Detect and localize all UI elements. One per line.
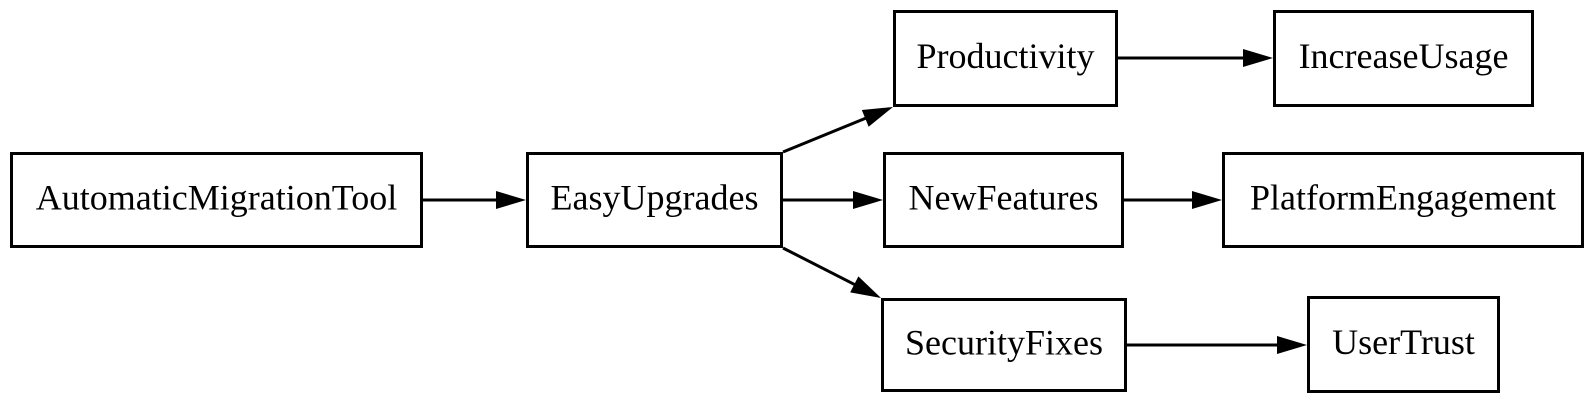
edge-productivity-increaseusage [1118, 49, 1273, 67]
node-label: PlatformEngagement [1250, 177, 1556, 217]
node-newfeatures[interactable]: NewFeatures [883, 152, 1124, 248]
node-label: SecurityFixes [905, 322, 1103, 362]
node-rect[interactable] [10, 152, 423, 248]
edge-line [782, 246, 859, 288]
arrowhead-icon [853, 191, 883, 209]
node-increaseusage[interactable]: IncreaseUsage [1273, 10, 1534, 107]
arrowhead-icon [861, 107, 893, 127]
arrowhead-icon [1243, 49, 1273, 67]
edge-newfeatures-platformengagement [1124, 191, 1222, 209]
node-rect[interactable] [1307, 296, 1500, 393]
nodes-layer: AutomaticMigrationTool EasyUpgrades Produc… [10, 10, 1584, 393]
node-automaticmigrationtool[interactable]: AutomaticMigrationTool [10, 152, 423, 248]
arrowhead-icon [1192, 191, 1222, 209]
node-productivity[interactable]: Productivity [893, 10, 1118, 107]
node-label: NewFeatures [909, 177, 1099, 217]
node-rect[interactable] [893, 10, 1118, 107]
edge-easyupgrades-newfeatures [783, 191, 883, 209]
edge-easyupgrades-productivity [782, 107, 893, 154]
arrowhead-icon [1277, 336, 1307, 354]
edges-layer [423, 49, 1307, 354]
arrowhead-icon [496, 191, 526, 209]
node-rect[interactable] [1222, 152, 1584, 248]
arrowhead-icon [850, 276, 881, 298]
node-label: AutomaticMigrationTool [36, 177, 397, 217]
node-rect[interactable] [883, 152, 1124, 248]
node-rect[interactable] [1273, 10, 1534, 107]
node-label: Productivity [917, 36, 1095, 76]
node-label: UserTrust [1332, 322, 1475, 362]
node-usertrust[interactable]: UserTrust [1307, 296, 1500, 393]
edge-securityfixes-usertrust [1127, 336, 1307, 354]
node-label: IncreaseUsage [1299, 36, 1509, 76]
edge-easyupgrades-securityfixes [782, 246, 881, 298]
node-rect[interactable] [526, 152, 783, 248]
node-securityfixes[interactable]: SecurityFixes [881, 298, 1127, 392]
edge-automaticmigrationtool-easyupgrades [423, 191, 526, 209]
node-easyupgrades[interactable]: EasyUpgrades [526, 152, 783, 248]
node-label: EasyUpgrades [551, 177, 759, 217]
edge-line [782, 115, 870, 154]
node-rect[interactable] [881, 298, 1127, 392]
node-platformengagement[interactable]: PlatformEngagement [1222, 152, 1584, 248]
